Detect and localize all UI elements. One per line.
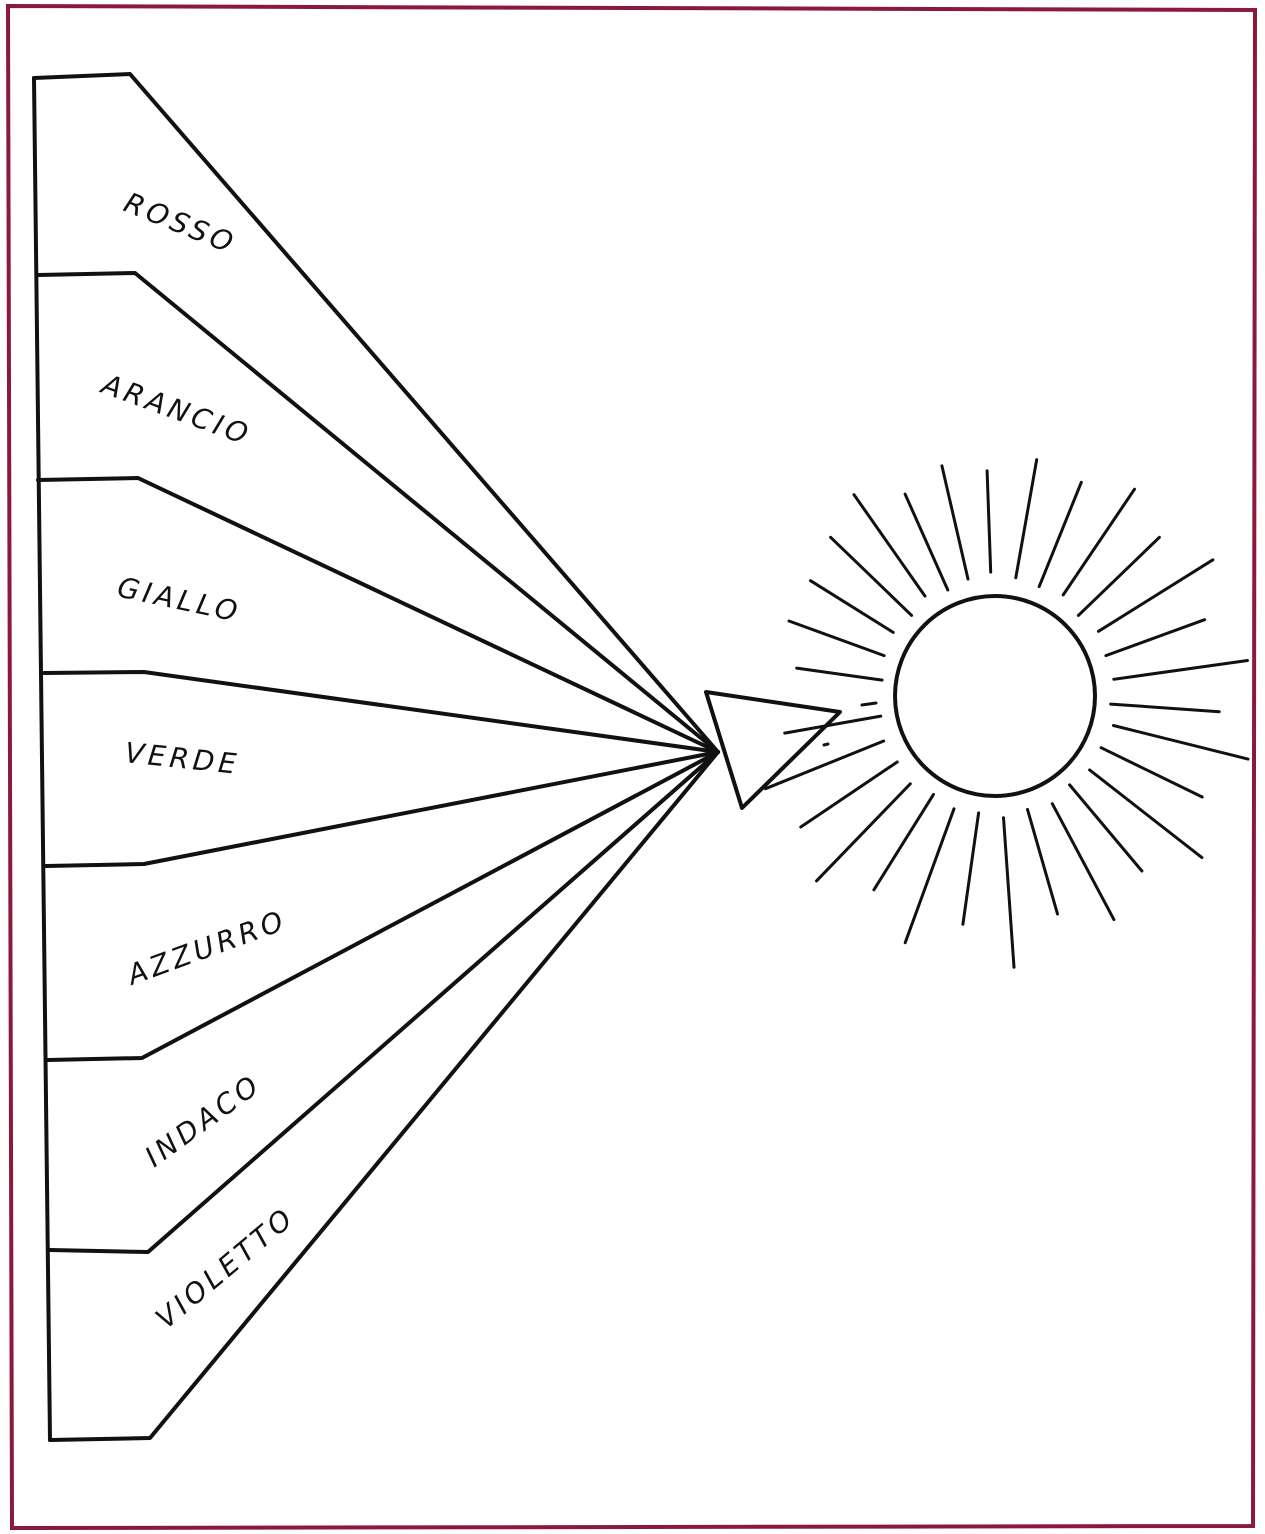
prism-icon	[706, 692, 840, 808]
band-label-azzurro: AZZURRO	[121, 903, 291, 992]
ray-boundary-1	[38, 273, 718, 752]
sun-ray	[1090, 770, 1202, 858]
band-label-verde: VERDE	[123, 736, 241, 781]
sun-ray	[1063, 489, 1134, 595]
light-mark	[862, 703, 876, 705]
sun-ray	[817, 784, 911, 881]
band-label-indaco: INDACO	[139, 1067, 268, 1173]
ray-boundary-2	[38, 478, 718, 752]
ray-boundary-6	[50, 752, 718, 1252]
light-mark	[824, 744, 828, 745]
sun-ray	[987, 471, 991, 572]
sun-ray	[1052, 804, 1114, 920]
sun-ray	[831, 537, 912, 615]
sun-ray	[789, 621, 884, 656]
sun-ray	[801, 762, 897, 827]
ray-boundary-5	[48, 752, 718, 1060]
band-labels: ROSSO ARANCIO GIALLO VERDE AZZURRO INDAC…	[96, 186, 302, 1335]
sun-ray	[1113, 726, 1248, 760]
sun-ray	[942, 466, 968, 579]
sun-ray	[797, 668, 882, 680]
sun-ray	[1039, 482, 1081, 586]
sun-ray	[1078, 537, 1159, 615]
sun-ray	[1004, 818, 1015, 968]
sun-ray	[1111, 704, 1220, 712]
sun-ray	[1016, 460, 1037, 578]
sun-ray	[811, 581, 894, 633]
ray-boundary-7	[50, 752, 718, 1440]
sun-ray	[854, 495, 925, 596]
sun-ray	[1114, 661, 1248, 680]
band-label-arancio: ARANCIO	[96, 367, 256, 452]
sun-ray	[963, 813, 979, 924]
sun-ray	[874, 794, 934, 889]
ray-boundary-0	[34, 74, 718, 752]
sun-disc	[895, 596, 1095, 796]
band-label-rosso: ROSSO	[119, 186, 241, 261]
band-label-violetto: VIOLETTO	[149, 1200, 301, 1335]
sun-ray	[1028, 809, 1058, 914]
spectrum-left-edge	[34, 78, 50, 1440]
sun-ray	[1106, 620, 1205, 656]
band-label-giallo: GIALLO	[115, 571, 245, 629]
sun-ray	[1099, 560, 1213, 632]
